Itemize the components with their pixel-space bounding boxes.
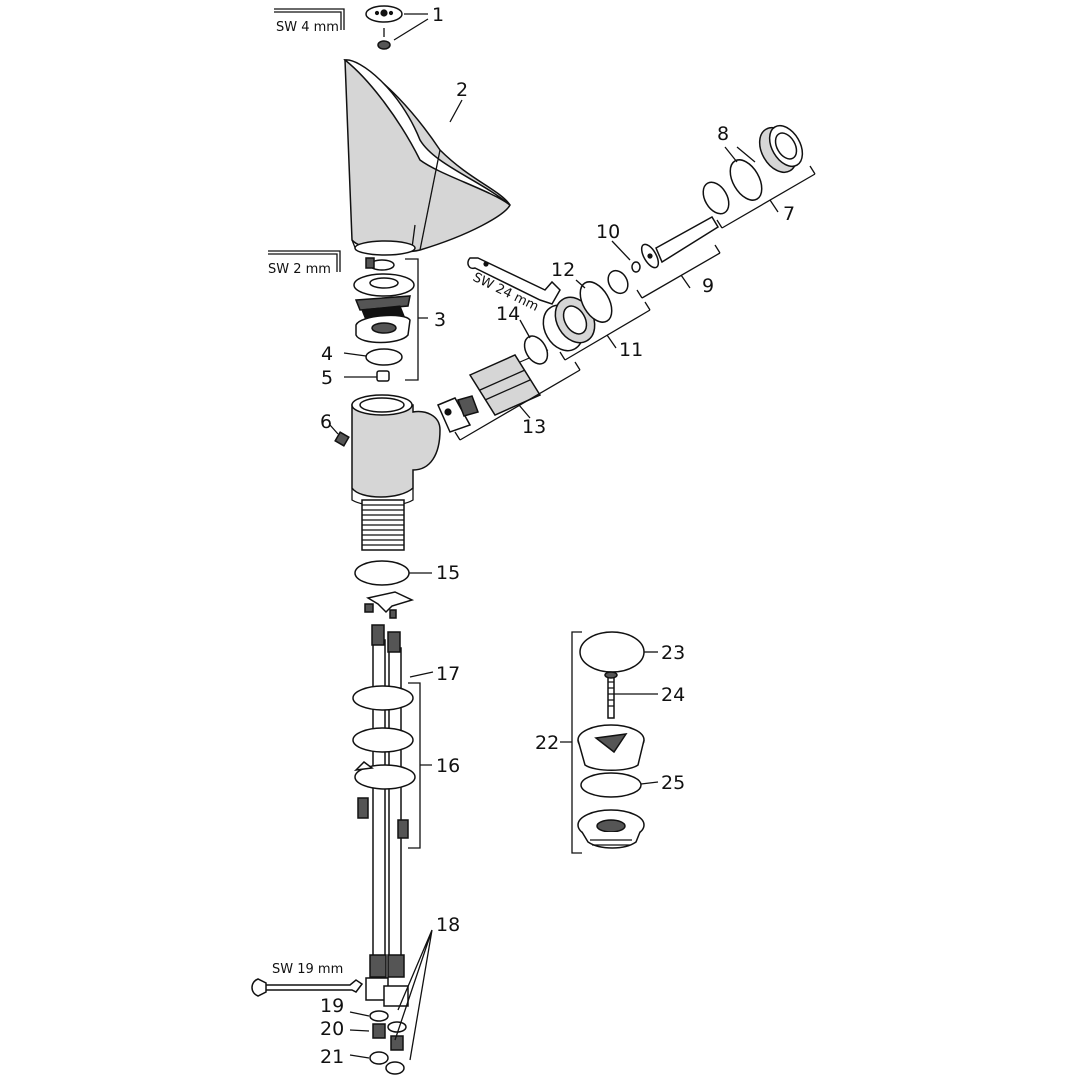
push-rod-part-icon <box>640 215 720 269</box>
mounting-washer-upper-icon <box>352 685 414 711</box>
part-label-7: 7 <box>783 203 795 225</box>
part-label-21: 21 <box>320 1046 344 1068</box>
part-label-8: 8 <box>717 123 729 145</box>
aerator-part-icon <box>365 5 403 50</box>
part-label-5: 5 <box>321 367 333 389</box>
part-label-10: 10 <box>596 221 620 243</box>
drain-cap-part-icon <box>579 631 645 673</box>
tool-label-sw2: SW 2 mm <box>268 262 331 277</box>
part-label-11: 11 <box>619 339 643 361</box>
part-label-22: 22 <box>535 732 559 754</box>
part-label-20: 20 <box>320 1018 344 1040</box>
part-label-15: 15 <box>436 562 460 584</box>
part-label-16: 16 <box>436 755 460 777</box>
spout-part-icon <box>343 58 511 256</box>
part-label-1: 1 <box>432 4 444 26</box>
part-label-12: 12 <box>551 259 575 281</box>
o-ring-part-icon <box>365 348 403 366</box>
drain-strainer-part-icon <box>577 724 645 771</box>
mounting-washer-lower-icon <box>352 727 414 753</box>
supply-hoses-part-icon <box>365 624 409 1007</box>
tool-label-sw19: SW 19 mm <box>272 962 343 977</box>
adapter-fitting-part-icon <box>607 269 629 295</box>
part-label-19: 19 <box>320 995 344 1017</box>
hex-key-4mm-icon <box>274 8 345 30</box>
cartridge-part-icon <box>437 349 549 433</box>
cartridge-o-ring-part-icon <box>523 335 549 365</box>
rod-o-ring-a-part-icon <box>702 181 730 215</box>
wrench-19mm-icon <box>251 978 364 997</box>
part-label-18: 18 <box>436 914 460 936</box>
tool-label-sw4: SW 4 mm <box>276 20 339 35</box>
small-nut-part-icon <box>376 370 390 382</box>
small-o-ring-part-icon <box>631 261 641 273</box>
wrench-24mm-icon <box>467 257 561 305</box>
hex-key-2mm-icon <box>268 250 341 272</box>
cover-nut-part-icon <box>758 124 804 174</box>
part-label-3: 3 <box>434 309 446 331</box>
part-label-4: 4 <box>321 343 333 365</box>
drain-gasket-part-icon <box>580 772 642 798</box>
part-label-23: 23 <box>661 642 685 664</box>
part-label-2: 2 <box>456 79 468 101</box>
part-label-17: 17 <box>436 663 460 685</box>
mounting-bracket-part-icon <box>353 761 416 790</box>
part-label-25: 25 <box>661 772 685 794</box>
lever-mechanism-part-icon <box>353 257 415 344</box>
part-label-13: 13 <box>522 416 546 438</box>
base-gasket-part-icon <box>354 560 410 586</box>
tap-body-part-icon <box>351 394 441 551</box>
sleeve-o-ring-part-icon <box>579 281 613 323</box>
part-label-14: 14 <box>496 303 520 325</box>
set-screw-part-icon <box>334 431 350 447</box>
mounting-studs-part-icon <box>357 797 409 839</box>
part-label-24: 24 <box>661 684 685 706</box>
threaded-sleeve-part-icon <box>542 296 596 352</box>
part-label-9: 9 <box>702 275 714 297</box>
washers-part-icon <box>369 1010 407 1075</box>
rod-o-ring-b-part-icon <box>729 159 763 201</box>
drain-body-part-icon <box>577 809 645 849</box>
part-label-6: 6 <box>320 411 332 433</box>
retaining-clip-part-icon <box>364 591 415 619</box>
drain-screw-part-icon <box>604 671 618 719</box>
